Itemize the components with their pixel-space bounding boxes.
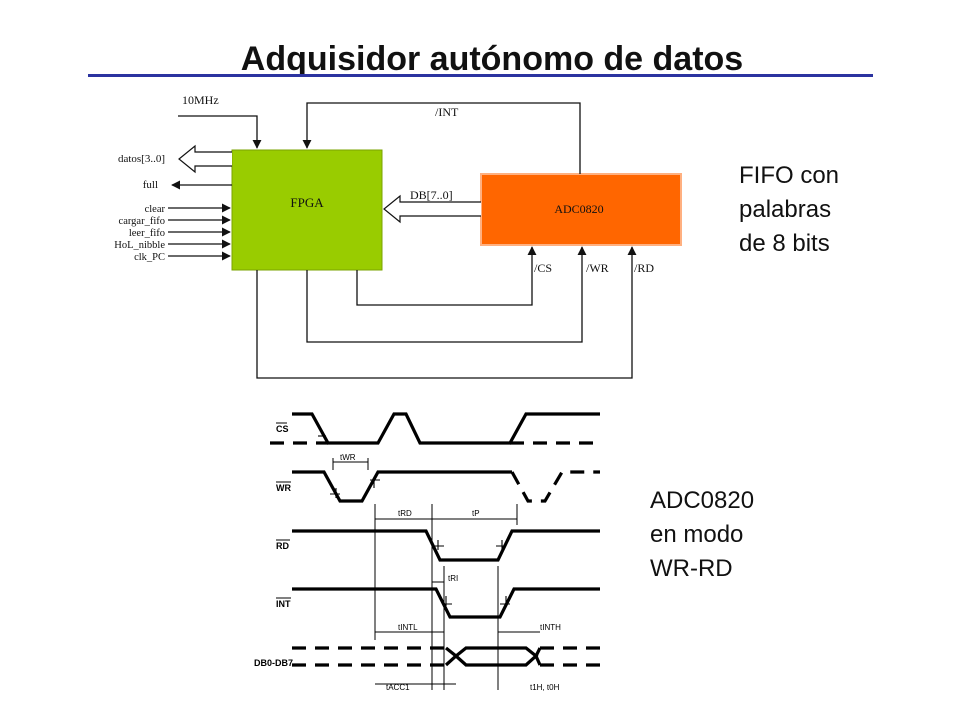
clock-label: 10MHz bbox=[182, 93, 219, 107]
input-leer-label: leer_fifo bbox=[129, 228, 165, 239]
db-tristate-dashed bbox=[292, 646, 600, 667]
pin-wr-label: /WR bbox=[586, 261, 609, 275]
output-datos-label: datos[3..0] bbox=[118, 153, 165, 165]
wr-wire bbox=[306, 246, 587, 343]
timing-signal-cs: CS bbox=[276, 424, 289, 434]
timing-diagram: CS WR RD INT DB0-DB7 tWR tRD tP tRI bbox=[246, 395, 615, 700]
db-valid-waveform bbox=[444, 646, 542, 667]
adc-label: ADC0820 bbox=[554, 202, 603, 216]
rd-wire bbox=[256, 246, 637, 379]
timing-signal-rd: RD bbox=[276, 541, 289, 551]
datos-bus-arrow bbox=[178, 144, 232, 174]
int-waveform bbox=[292, 587, 600, 619]
slide-title: Adquisidor autónomo de datos bbox=[241, 40, 743, 78]
timing-label-twr: tWR bbox=[340, 453, 356, 462]
timing-label-trd: tRD bbox=[398, 509, 412, 518]
input-cargar-label: cargar_fifo bbox=[119, 216, 165, 227]
input-clear-label: clear bbox=[145, 204, 166, 215]
input-hol-label: HoL_nibble bbox=[114, 240, 165, 251]
title-underline bbox=[88, 74, 873, 77]
data-bus-arrow bbox=[383, 194, 481, 224]
timing-label-tacc1: tACC1 bbox=[386, 683, 410, 692]
cs-wire bbox=[356, 246, 537, 306]
wr-dashed bbox=[510, 470, 600, 503]
pin-cs-label: /CS bbox=[534, 261, 552, 275]
adc-block bbox=[480, 173, 682, 246]
timing-signal-int: INT bbox=[276, 599, 291, 609]
input-clk-label: clk_PC bbox=[134, 252, 165, 263]
fpga-block bbox=[231, 149, 383, 271]
bus-label: DB[7..0] bbox=[410, 188, 453, 202]
note-adc-line2: en modo bbox=[650, 521, 743, 548]
clock-wire bbox=[178, 115, 262, 149]
note-fifo-line1: FIFO con bbox=[739, 162, 839, 189]
timing-label-tintl: tINTL bbox=[398, 623, 418, 632]
timing-panel bbox=[246, 395, 615, 700]
fpga-label: FPGA bbox=[290, 195, 324, 210]
wr-waveform bbox=[292, 470, 512, 503]
cs-waveform bbox=[292, 412, 600, 445]
rd-waveform bbox=[292, 529, 600, 562]
note-adc-line3: WR-RD bbox=[650, 555, 733, 582]
int-wire bbox=[302, 102, 581, 174]
note-adc-line1: ADC0820 bbox=[650, 487, 754, 514]
pin-rd-label: /RD bbox=[634, 261, 654, 275]
timing-label-th-toh: t1H, t0H bbox=[530, 683, 560, 692]
transition-ticks bbox=[318, 435, 510, 606]
output-full-label: full bbox=[143, 179, 158, 191]
timing-label-tp: tP bbox=[472, 509, 480, 518]
note-fifo-line2: palabras bbox=[739, 196, 831, 223]
block-diagram: FPGA ADC0820 10MHz /INT DB[7..0] datos[3… bbox=[114, 93, 682, 379]
note-fifo-line3: de 8 bits bbox=[739, 230, 830, 257]
timing-label-tinth: tINTH bbox=[540, 623, 561, 632]
timing-signal-db: DB0-DB7 bbox=[254, 658, 293, 668]
int-label: /INT bbox=[435, 105, 459, 119]
timing-label-tri: tRI bbox=[448, 574, 458, 583]
timing-signal-wr: WR bbox=[276, 483, 291, 493]
